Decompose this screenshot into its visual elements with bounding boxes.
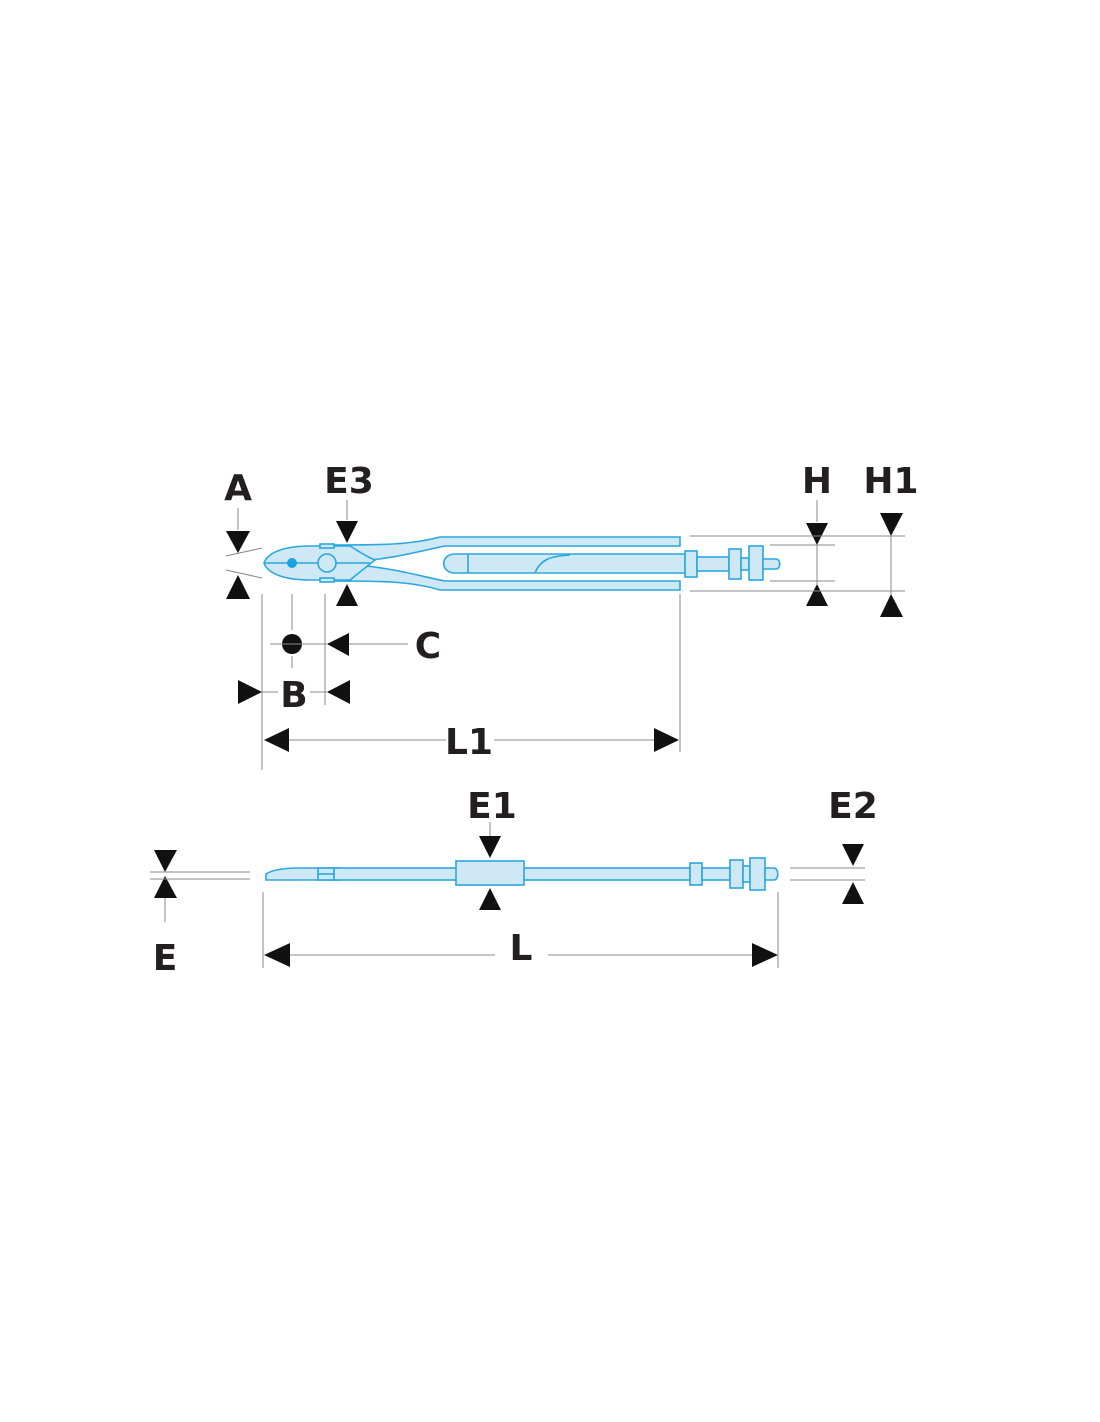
label-L1: L1	[445, 722, 493, 763]
label-A: A	[224, 468, 252, 509]
dimension-L: L	[262, 892, 779, 969]
pivot-cap-bottom	[319, 577, 335, 583]
label-E1: E1	[467, 786, 517, 827]
label-C: C	[415, 626, 441, 667]
side-nut-2	[729, 859, 744, 889]
side-view-tool	[265, 857, 779, 891]
handle-sleeve	[442, 553, 686, 574]
upper-handle	[328, 536, 681, 563]
label-B: B	[280, 675, 307, 716]
lower-handle	[328, 563, 681, 591]
dimension-L1: L1	[264, 594, 681, 763]
top-view-tool	[263, 536, 781, 591]
adjuster-rod	[696, 556, 730, 572]
dimension-E3: E3	[324, 461, 374, 606]
label-H: H	[802, 461, 832, 502]
label-H1: H1	[863, 461, 918, 502]
pivot-bolt	[317, 553, 337, 573]
dimension-C: C	[270, 594, 441, 668]
dimension-B: B	[238, 594, 350, 770]
dimension-E: E	[150, 850, 250, 979]
sleeve-curve	[534, 554, 571, 574]
label-E: E	[153, 938, 178, 979]
side-tip	[764, 867, 779, 881]
side-nut-1	[689, 862, 703, 886]
dimension-E1: E1	[467, 786, 517, 910]
dimension-E2: E2	[790, 786, 878, 904]
label-L: L	[510, 928, 533, 969]
cutting-point	[287, 558, 297, 568]
label-E3: E3	[324, 461, 374, 502]
dimension-H: H	[770, 461, 835, 606]
adjuster-tip	[762, 558, 781, 570]
side-pivot-block	[455, 860, 525, 886]
dimension-H1: H1	[690, 461, 919, 617]
adjuster-nut-2	[728, 548, 742, 580]
pivot-cap-top	[319, 543, 335, 549]
side-nut-3	[749, 857, 766, 891]
label-E2: E2	[828, 786, 878, 827]
dimension-A: A	[224, 468, 263, 599]
adjuster-nut-3	[748, 545, 764, 581]
adjuster-nut-1	[684, 550, 698, 578]
